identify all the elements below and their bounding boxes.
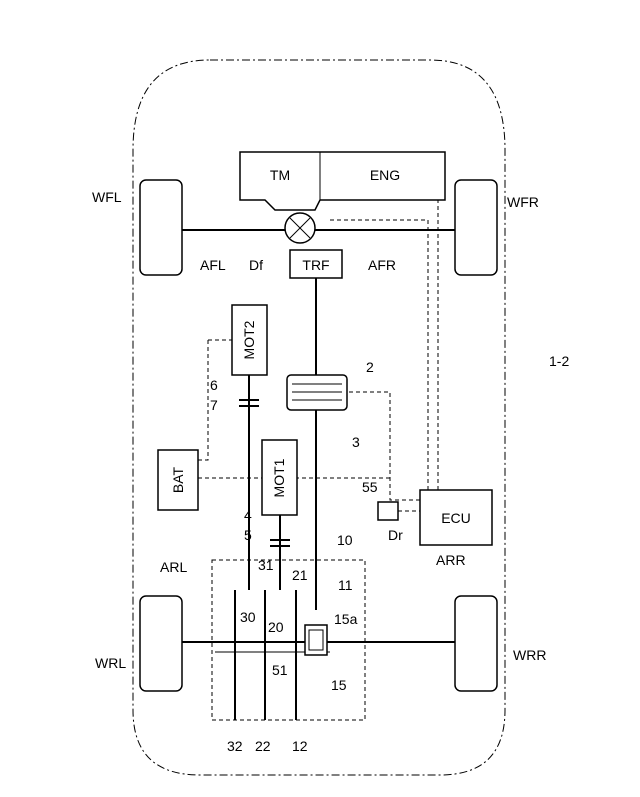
label-wfr: WFR	[507, 194, 539, 210]
label-30: 30	[240, 609, 256, 625]
label-bat: BAT	[170, 466, 186, 493]
ctrl-ecu-eng-2	[438, 200, 445, 490]
label-51: 51	[272, 662, 288, 678]
label-55: 55	[362, 479, 378, 495]
ctrl-bat	[198, 340, 208, 460]
label-4: 4	[244, 507, 252, 523]
label-3: 3	[352, 434, 360, 450]
label-7: 7	[210, 397, 218, 413]
wheel-front-right	[455, 180, 497, 275]
label-11: 11	[338, 577, 353, 593]
label-tm: TM	[270, 167, 290, 183]
label-mot1: MOT1	[271, 458, 287, 497]
label-22: 22	[255, 738, 271, 754]
label-32: 32	[227, 738, 243, 754]
label-2: 2	[366, 359, 374, 375]
label-mot2: MOT2	[241, 320, 257, 359]
label-trf: TRF	[302, 257, 329, 273]
label-wfl: WFL	[92, 189, 122, 205]
label-12: 12	[292, 738, 308, 754]
label-wrl: WRL	[95, 655, 126, 671]
label-5: 5	[244, 527, 252, 543]
label-31: 31	[258, 557, 274, 573]
label-vehicle: 1-2	[549, 353, 569, 369]
label-ecu: ECU	[441, 510, 471, 526]
label-dr: Dr	[388, 527, 403, 543]
label-15: 15	[331, 677, 347, 693]
label-arl: ARL	[160, 559, 187, 575]
label-df: Df	[249, 257, 263, 273]
driver-sensor	[378, 502, 398, 520]
label-20: 20	[268, 619, 284, 635]
label-afl: AFL	[200, 257, 226, 273]
label-21: 21	[292, 567, 308, 583]
label-afr: AFR	[368, 257, 396, 273]
label-eng: ENG	[370, 167, 400, 183]
wheel-rear-left	[140, 596, 182, 691]
label-wrr: WRR	[513, 647, 546, 663]
label-10: 10	[337, 532, 353, 548]
wheel-rear-right	[455, 596, 497, 691]
wheel-front-left	[140, 180, 182, 275]
label-15a: 15a	[334, 611, 358, 627]
label-6: 6	[210, 377, 218, 393]
label-arr: ARR	[436, 552, 466, 568]
